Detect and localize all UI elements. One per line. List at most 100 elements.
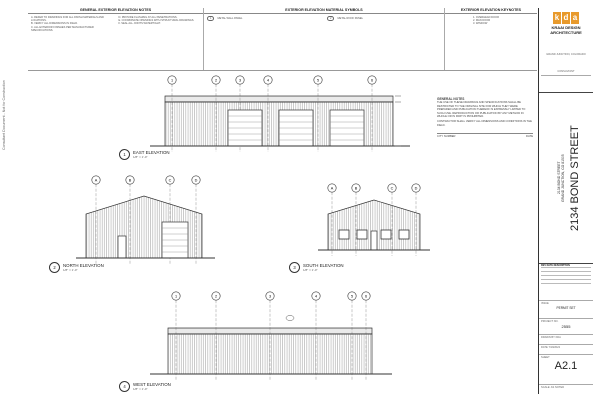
keynotes-header: EXTERIOR ELEVATION KEYNOTES	[445, 8, 537, 14]
field-label: ISSUE	[541, 302, 549, 305]
grid-label: 1	[175, 294, 177, 298]
revision-row	[541, 276, 591, 280]
material-tag: 2	[327, 16, 335, 21]
general-notes-header: GENERAL EXTERIOR ELEVATION NOTES	[28, 8, 203, 14]
grid-bubble	[211, 75, 221, 85]
elevation-number: 2	[49, 262, 60, 273]
elevation-number: 3	[289, 262, 300, 273]
phase-value: PERMIT SET	[556, 306, 576, 310]
grid-bubble	[263, 75, 273, 85]
logo-letter: d	[562, 12, 570, 24]
firm-name: KRAAI DESIGN ARCHITECTURE	[542, 25, 590, 35]
drawn-by: DRAWN BY KDA	[539, 335, 593, 340]
revision-row	[541, 272, 591, 276]
material-label: METAL ROOF PANEL	[337, 17, 364, 20]
east-elevation-label: 1 EAST ELEVATION 1/8" = 1'-0"	[119, 149, 170, 160]
project-strip: 2134 BOND STREET 2134 BOND STREET GRAND …	[539, 92, 593, 264]
south-elevation-label: 3 SOUTH ELEVATION 1/8" = 1'-0"	[289, 262, 344, 273]
scale-footer: SCALE: AS NOTED	[539, 384, 593, 395]
field-label: SHEET	[541, 356, 550, 359]
title-block: k d a KRAAI DESIGN ARCHITECTURE GRAND JU…	[538, 8, 593, 394]
sheet-number-field: SHEET A2.1	[539, 354, 593, 385]
field-label: PROJECT NO.	[541, 320, 559, 323]
material-label: METAL WALL PANEL	[217, 17, 243, 20]
grid-bubble	[91, 175, 101, 185]
grid-bubble	[387, 183, 397, 193]
grid-label: A	[331, 186, 334, 190]
note-item: C. ALL EXTERIOR FINISHES PER MANUFACTURE…	[31, 25, 94, 32]
materials-header: EXTERIOR ELEVATION MATERIAL SYMBOLS	[204, 8, 444, 14]
grid-bubble	[211, 291, 221, 301]
man-door	[370, 230, 378, 251]
elevation-title: NORTH ELEVATION	[63, 263, 104, 268]
phase-field: ISSUE PERMIT SET	[539, 300, 593, 319]
revision-table: REV DATE DESCRIPTION	[541, 264, 591, 294]
grid-label: 3	[269, 294, 271, 298]
window	[356, 229, 368, 240]
grid-bubble	[125, 175, 135, 185]
grid-bubble	[265, 291, 275, 301]
grid-bubble	[235, 75, 245, 85]
field-label: DATE	[541, 346, 548, 349]
grid-label: B	[129, 178, 132, 182]
grid-label: 5	[317, 78, 319, 82]
project-title: 2134 BOND STREET	[569, 125, 581, 231]
grid-bubble	[313, 75, 323, 85]
grid-bubble	[327, 183, 337, 193]
logo-letter: k	[553, 12, 561, 24]
grid-bubble	[347, 291, 357, 301]
grid-label: C	[391, 186, 394, 190]
grid-label: A	[95, 178, 98, 182]
firm-info: GRAND JUNCTION, COLORADO	[546, 53, 586, 56]
man-door	[117, 235, 127, 259]
signature-right: DATE	[526, 135, 533, 139]
general-notes-body-2: CONTRACTOR SHALL VERIFY ALL DIMENSIONS A…	[437, 120, 532, 127]
materials-column: EXTERIOR ELEVATION MATERIAL SYMBOLS 1 ME…	[204, 8, 445, 70]
project-number-field: PROJECT NO. 2555	[539, 318, 593, 335]
note-item: A. REFER TO DRAWINGS FOR ALL FINISH MATE…	[31, 16, 104, 23]
date-value: 7/19/2022	[548, 346, 561, 349]
south-wall-gable	[327, 199, 421, 251]
elevation-scale: 1/8" = 1'-0"	[133, 387, 148, 391]
grid-bubble	[367, 75, 377, 85]
grid-label: C	[169, 178, 172, 182]
general-notes-block: GENERAL NOTES THE USE OF THESE DRAWINGS …	[437, 97, 533, 139]
elevation-title: EAST ELEVATION	[133, 150, 170, 155]
material-tag: 1	[207, 16, 215, 21]
east-roof-fascia	[164, 95, 394, 103]
date: DATE 7/19/2022	[539, 345, 593, 350]
firm-name-line: KRAAI DESIGN	[551, 25, 581, 30]
sheet-number: A2.1	[554, 360, 578, 372]
revision-header: REV DATE DESCRIPTION	[541, 264, 591, 268]
elevation-scale: 1/8" = 1'-0"	[133, 155, 148, 159]
keynotes-column: EXTERIOR ELEVATION KEYNOTES 1. OVERHEAD …	[445, 8, 537, 70]
grid-bubble	[191, 175, 201, 185]
window	[380, 229, 392, 240]
firm-logo: k d a KRAAI DESIGN ARCHITECTURE	[542, 10, 590, 40]
drawn-by-field: DRAWN BY KDA	[539, 334, 593, 345]
elevation-number: 1	[119, 149, 130, 160]
elevation-title: WEST ELEVATION	[133, 382, 171, 387]
grid-label: 4	[315, 294, 317, 298]
signature-left: CITY NUMBER	[437, 135, 456, 139]
keynote-item: 2. MAN DOOR	[473, 19, 491, 23]
grid-bubble	[361, 291, 371, 301]
keynote-item: 3. WINDOW	[473, 22, 488, 26]
revision-row	[541, 280, 591, 284]
grid-label: 2	[215, 294, 217, 298]
project-number: 2555	[561, 324, 571, 329]
window	[398, 229, 410, 240]
date-field: DATE 7/19/2022	[539, 344, 593, 355]
grid-label: B	[355, 186, 358, 190]
grid-bubble	[165, 175, 175, 185]
east-level-markers	[395, 95, 401, 147]
general-notes-body: THE USE OF THESE DRAWINGS AND SPECIFICAT…	[437, 101, 526, 119]
address-line: GRAND JUNCTION, CO 81505	[561, 154, 565, 202]
notes-band: GENERAL EXTERIOR ELEVATION NOTES A. REFE…	[28, 8, 537, 71]
